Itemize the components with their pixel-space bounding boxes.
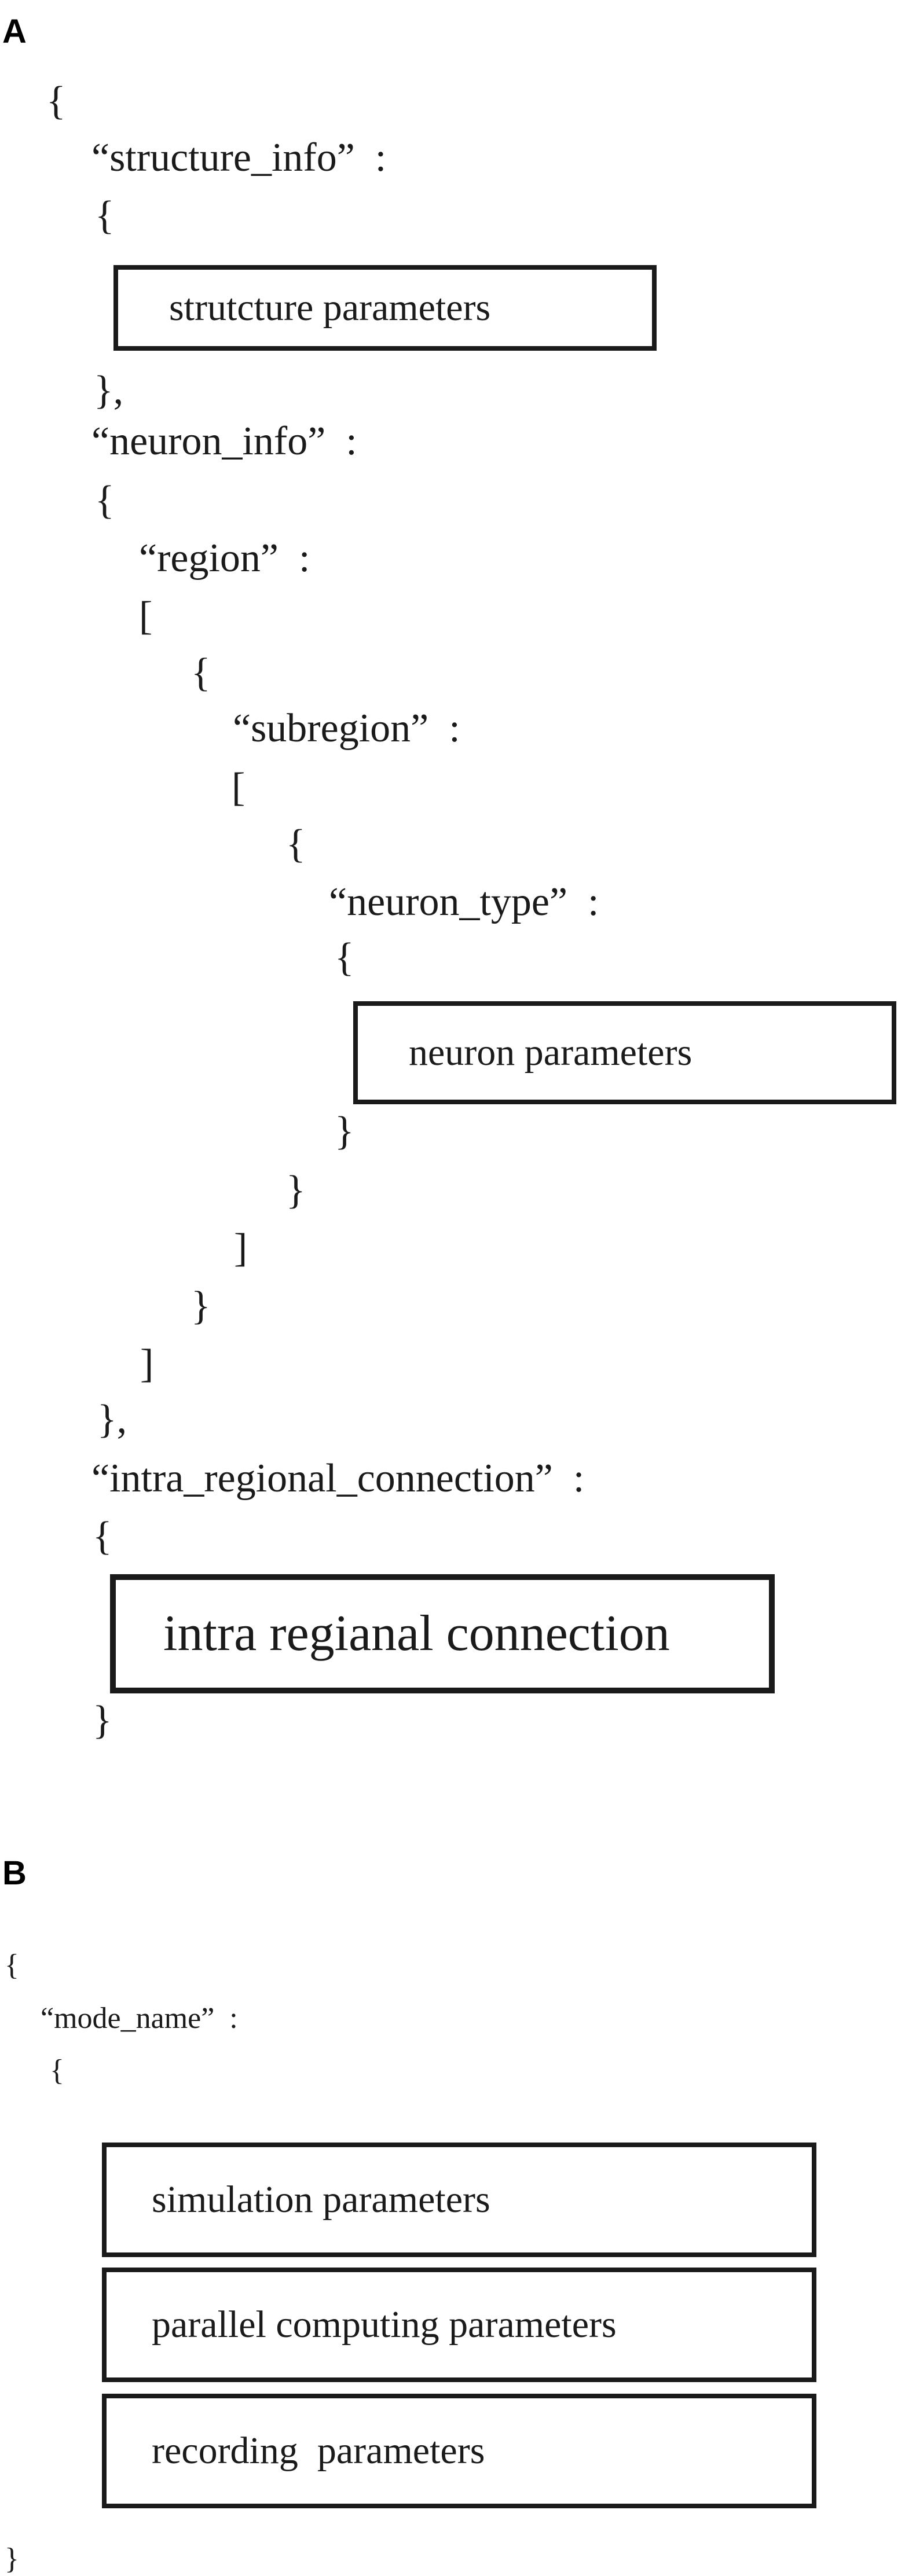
intra-regional-connection-label: intra regianal connection <box>163 1605 670 1662</box>
intra-open-brace: { <box>93 1514 112 1559</box>
mode-root-close-brace: } <box>5 2542 19 2575</box>
subregion-open-bracket: [ <box>232 765 246 810</box>
parallel-computing-parameters-label: parallel computing parameters <box>152 2303 617 2346</box>
region-key: “region” : <box>139 536 310 580</box>
simulation-parameters-box: simulation parameters <box>102 2143 816 2257</box>
neuron-parameters-label: neuron parameters <box>409 1031 693 1074</box>
neuron-parameters-box: neuron parameters <box>353 1001 896 1104</box>
region-object-close-brace: } <box>191 1284 211 1328</box>
region-object-open-brace: { <box>191 651 211 695</box>
structure-parameters-label: strutcture parameters <box>169 286 491 329</box>
intra-regional-connection-box: intra regianal connection <box>110 1574 775 1693</box>
panel-b-label: B <box>2 1854 27 1892</box>
intra-close-brace: } <box>93 1698 112 1743</box>
mode-name-key: “mode_name” : <box>41 2002 238 2035</box>
structure-parameters-box: strutcture parameters <box>113 265 657 351</box>
neuron-info-open-brace: { <box>95 478 115 523</box>
recording-parameters-label: recording parameters <box>152 2430 485 2472</box>
intra-regional-connection-key: “intra_regional_connection” : <box>91 1456 585 1501</box>
subregion-close-bracket: ] <box>234 1226 248 1270</box>
subregion-object-open-brace: { <box>286 822 306 866</box>
structure-info-key: “structure_info” : <box>91 135 387 180</box>
structure-open-brace: { <box>95 193 115 238</box>
recording-parameters-box: recording parameters <box>102 2394 816 2508</box>
neuron-info-key: “neuron_info” : <box>91 419 357 464</box>
simulation-parameters-label: simulation parameters <box>152 2178 490 2221</box>
structure-close-brace: }, <box>94 368 124 413</box>
mode-root-open-brace: { <box>5 1949 19 1982</box>
subregion-object-close-brace: } <box>286 1168 306 1212</box>
panel-a-label: A <box>2 13 27 50</box>
parallel-computing-parameters-box: parallel computing parameters <box>102 2268 816 2382</box>
mode-open-brace: { <box>50 2054 64 2087</box>
region-open-bracket: [ <box>139 594 153 638</box>
neuron-type-key: “neuron_type” : <box>329 880 599 924</box>
neuron-info-close-brace: }, <box>97 1397 127 1442</box>
region-close-bracket: ] <box>140 1342 154 1386</box>
root-open-brace: { <box>46 79 66 123</box>
subregion-key: “subregion” : <box>233 706 460 751</box>
neuron-type-close-brace: } <box>335 1109 354 1153</box>
neuron-type-open-brace: { <box>335 935 354 980</box>
